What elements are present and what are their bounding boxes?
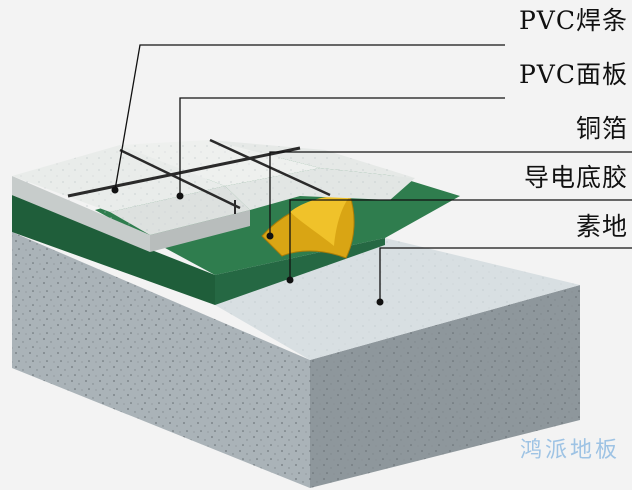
base-floor-top-texture — [215, 238, 580, 360]
leader-pvc-panel — [179, 97, 505, 196]
leader-dot-primer — [286, 276, 294, 284]
leader-dot-pvc-panel — [176, 192, 184, 200]
pvc-panel-edge-2 — [150, 210, 250, 252]
label-pvc-panel: PVC面板 — [518, 60, 628, 89]
leader-primer — [289, 199, 632, 280]
leader-dot-base — [376, 298, 384, 306]
leader-copper — [269, 151, 632, 236]
leader-base — [379, 247, 632, 302]
label-base-floor: 素地 — [575, 212, 628, 241]
concrete-front-texture — [12, 232, 310, 488]
concrete-side-texture — [310, 285, 580, 488]
pvc-weld-seam-1 — [67, 146, 301, 198]
label-copper-foil: 铜箔 — [575, 114, 628, 143]
pvc-panel-edge — [12, 176, 150, 252]
label-pvc-weld-rod: PVC焊条 — [518, 6, 628, 35]
leader-pvc-weld — [114, 44, 505, 191]
pvc-tile-texture — [12, 140, 415, 235]
brand-watermark: 鸿派地板 — [519, 438, 620, 463]
leader-dot-pvc-weld — [111, 186, 119, 194]
copper-foil-curl — [290, 195, 350, 246]
label-conductive-primer: 导电底胶 — [523, 163, 628, 192]
leader-dot-copper — [266, 232, 274, 240]
conductive-primer-layer — [12, 195, 215, 305]
